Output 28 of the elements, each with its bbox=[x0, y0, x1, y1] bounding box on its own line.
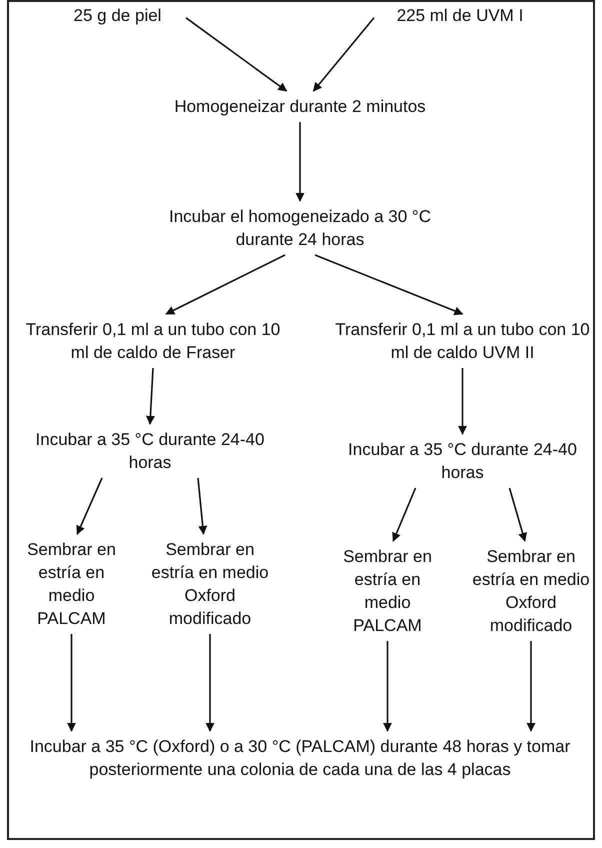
arrow bbox=[67, 634, 76, 732]
arrow bbox=[206, 634, 214, 732]
step-text: Incubar a 35 °C durante 24-40 horas bbox=[34, 429, 266, 474]
arrow bbox=[146, 368, 155, 425]
step-text: 25 g de piel bbox=[72, 5, 162, 27]
arrow bbox=[186, 17, 288, 92]
arrow bbox=[392, 488, 416, 542]
step-text: Sembrar en estría en medio PALCAM bbox=[342, 546, 433, 637]
step-text: Sembrar en estría en medio Oxford modificado bbox=[471, 546, 591, 637]
arrow bbox=[165, 254, 286, 315]
arrow bbox=[314, 254, 464, 316]
arrow bbox=[508, 488, 527, 542]
step-text: Sembrar en estría en medio Oxford modificado bbox=[150, 539, 270, 630]
arrow bbox=[296, 122, 304, 202]
step-text: Transferir 0,1 ml a un tubo con 10 ml de caldo UVM II bbox=[334, 319, 591, 364]
arrow bbox=[76, 478, 103, 535]
step-text: 225 ml de UVM I bbox=[396, 5, 524, 27]
step-text: Incubar a 35 °C durante 24-40 horas bbox=[347, 439, 578, 484]
step-text: Transferir 0,1 ml a un tubo con 10 ml de caldo de Fraser bbox=[24, 319, 282, 364]
step-text: Homogeneizar durante 2 minutos bbox=[173, 96, 427, 118]
arrow bbox=[526, 641, 536, 732]
arrow bbox=[312, 17, 375, 92]
step-text: Sembrar en estría en medio PALCAM bbox=[26, 539, 117, 630]
arrow bbox=[383, 641, 392, 732]
arrow bbox=[197, 478, 208, 535]
arrow bbox=[458, 368, 467, 435]
step-text: Incubar el homogeneizado a 30 °C durante 24 horas bbox=[168, 206, 432, 251]
step-text: Incubar a 35 °C (Oxford) o a 30 °C (PALCAM) durante 48 horas y tomar posteriormente una colonia de cada una de las 4 placas bbox=[28, 736, 572, 781]
